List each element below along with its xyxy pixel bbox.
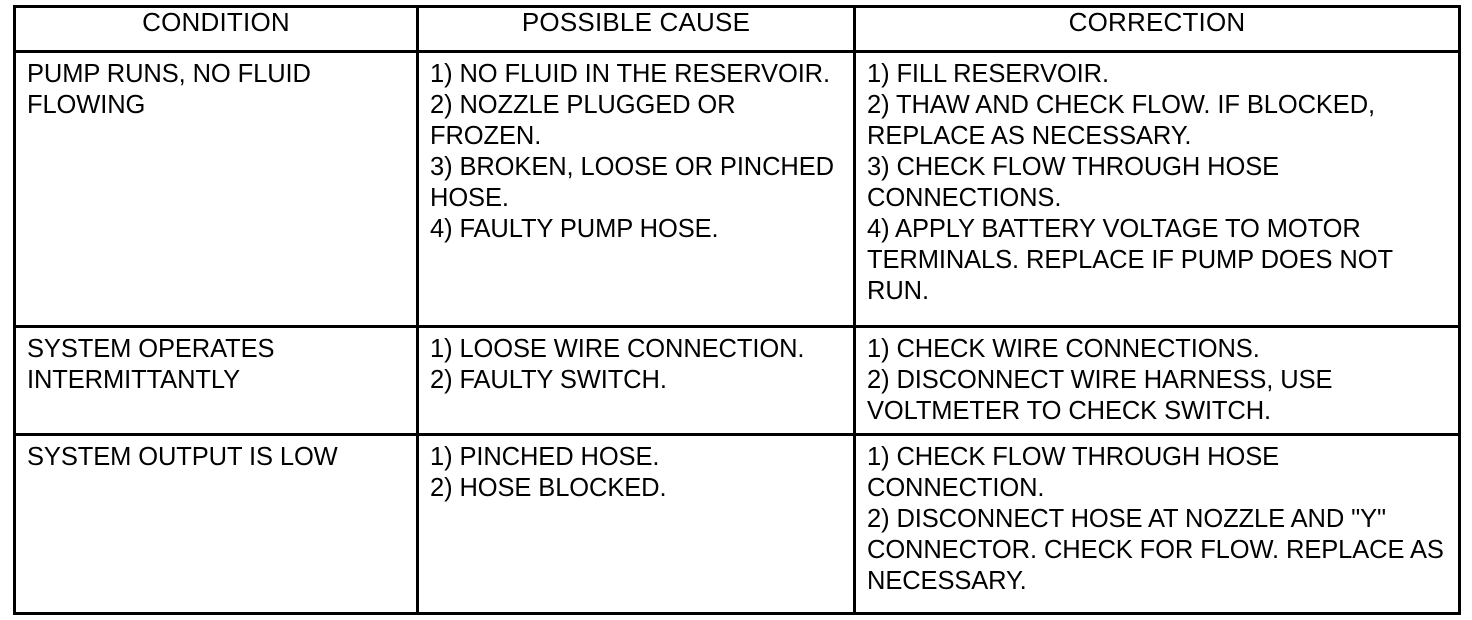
cell-condition: PUMP RUNS, NO FLUID FLOWING [13, 50, 419, 328]
cell-correction-text: 1) CHECK FLOW THROUGH HOSE CONNECTION. 2… [867, 442, 1444, 595]
column-header-condition-label: CONDITION [142, 7, 290, 37]
cell-possible-cause-text: 1) LOOSE WIRE CONNECTION. 2) FAULTY SWIT… [430, 335, 805, 394]
column-header-possible-cause: POSSIBLE CAUSE [416, 5, 856, 53]
cell-correction-text: 1) FILL RESERVOIR. 2) THAW AND CHECK FLO… [867, 60, 1393, 305]
table-row: PUMP RUNS, NO FLUID FLOWING 1) NO FLUID … [13, 50, 1461, 328]
cell-possible-cause-text: 1) PINCHED HOSE. 2) HOSE BLOCKED. [430, 442, 667, 502]
cell-correction: 1) FILL RESERVOIR. 2) THAW AND CHECK FLO… [853, 50, 1461, 328]
troubleshooting-table-wrapper: CONDITION POSSIBLE CAUSE CORRECTION PUMP… [13, 5, 1461, 615]
cell-possible-cause-text: 1) NO FLUID IN THE RESERVOIR. 2) NOZZLE … [430, 60, 834, 243]
column-header-condition: CONDITION [13, 5, 419, 53]
column-header-possible-cause-label: POSSIBLE CAUSE [521, 7, 751, 37]
column-header-correction: CORRECTION [853, 5, 1461, 53]
cell-possible-cause: 1) LOOSE WIRE CONNECTION. 2) FAULTY SWIT… [416, 325, 856, 436]
troubleshooting-table: CONDITION POSSIBLE CAUSE CORRECTION PUMP… [13, 5, 1461, 615]
cell-correction: 1) CHECK FLOW THROUGH HOSE CONNECTION. 2… [853, 432, 1461, 615]
cell-condition-text: SYSTEM OUTPUT IS LOW [27, 442, 338, 471]
cell-possible-cause: 1) NO FLUID IN THE RESERVOIR. 2) NOZZLE … [416, 50, 856, 328]
table-row: SYSTEM OUTPUT IS LOW 1) PINCHED HOSE. 2)… [13, 432, 1461, 615]
cell-condition-text: SYSTEM OPERATES INTERMITTANTLY [27, 335, 275, 394]
column-header-correction-label: CORRECTION [1068, 7, 1246, 37]
cell-condition: SYSTEM OPERATES INTERMITTANTLY [13, 325, 419, 436]
table-header: CONDITION POSSIBLE CAUSE CORRECTION [13, 5, 1461, 53]
cell-correction: 1) CHECK WIRE CONNECTIONS. 2) DISCONNECT… [853, 325, 1461, 436]
table-body: PUMP RUNS, NO FLUID FLOWING 1) NO FLUID … [13, 50, 1461, 615]
cell-condition: SYSTEM OUTPUT IS LOW [13, 432, 419, 615]
cell-correction-text: 1) CHECK WIRE CONNECTIONS. 2) DISCONNECT… [867, 335, 1333, 425]
cell-condition-text: PUMP RUNS, NO FLUID FLOWING [27, 60, 311, 119]
header-row: CONDITION POSSIBLE CAUSE CORRECTION [13, 5, 1461, 53]
table-row: SYSTEM OPERATES INTERMITTANTLY 1) LOOSE … [13, 325, 1461, 436]
cell-possible-cause: 1) PINCHED HOSE. 2) HOSE BLOCKED. [416, 432, 856, 615]
